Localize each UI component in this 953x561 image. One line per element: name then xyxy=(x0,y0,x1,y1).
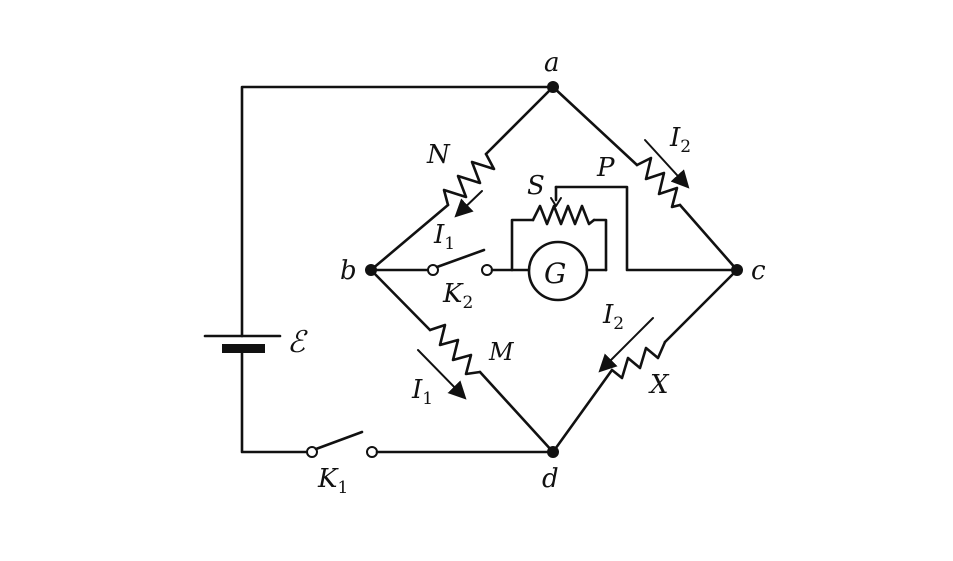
label-current-i1-top: I1 xyxy=(433,220,455,254)
resistor-P xyxy=(635,156,682,209)
shunt-slider-arrow[interactable] xyxy=(550,197,562,207)
label-node-b: b xyxy=(340,256,357,286)
node-c xyxy=(731,264,743,276)
k1-right-terminal xyxy=(366,446,378,458)
node-b xyxy=(365,264,377,276)
label-galvanometer: G xyxy=(544,257,566,290)
k2-blade[interactable] xyxy=(435,248,486,269)
label-resistor-N: N xyxy=(426,140,451,170)
label-current-i2-bottom: I2 xyxy=(602,300,624,334)
label-node-a: a xyxy=(544,48,560,78)
node-d xyxy=(547,446,559,458)
label-switch-k2: K2 xyxy=(442,279,473,313)
current-arrow-i2-bottom xyxy=(598,317,654,373)
label-resistor-S: S xyxy=(527,171,545,201)
resistor-N xyxy=(442,152,496,207)
wire-b-to-M xyxy=(369,268,432,332)
label-current-i1-bottom: I1 xyxy=(411,375,433,409)
battery-short-plate xyxy=(222,344,265,353)
resistor-S xyxy=(531,204,596,226)
current-arrow-i2-top xyxy=(644,139,690,189)
node-a xyxy=(547,81,559,93)
wire-X-to-d xyxy=(551,368,614,454)
label-resistor-M: M xyxy=(488,338,515,366)
label-resistor-P: P xyxy=(596,153,615,183)
label-emf-source: ℰ xyxy=(287,325,308,360)
label-current-i2-top: I2 xyxy=(669,123,691,157)
k1-left-terminal xyxy=(306,446,318,458)
shunt-left-lead xyxy=(510,218,535,272)
wire-bottom-left xyxy=(240,351,309,454)
k2-left-terminal xyxy=(427,264,439,276)
wire-c-to-X xyxy=(663,268,739,344)
wire-top-left xyxy=(240,85,555,338)
shunt-right-lead xyxy=(592,218,608,272)
label-resistor-X: X xyxy=(648,370,670,400)
k1-blade[interactable] xyxy=(314,430,364,451)
wire-a-to-N xyxy=(484,85,555,156)
k2-right-terminal xyxy=(481,264,493,276)
label-switch-k1: K1 xyxy=(317,464,348,498)
current-arrow-i1-bottom xyxy=(417,349,467,400)
wire-M-to-d xyxy=(478,370,555,454)
wire-N-to-b xyxy=(369,203,450,272)
resistor-X xyxy=(610,340,667,380)
current-arrow-i1-top xyxy=(454,190,483,218)
wire-slider-to-c xyxy=(554,185,739,272)
wire-a-to-P xyxy=(551,85,639,167)
resistor-M xyxy=(428,323,482,376)
label-node-d: d xyxy=(542,464,559,494)
wire-P-to-c xyxy=(678,203,739,272)
label-node-c: c xyxy=(751,256,766,286)
